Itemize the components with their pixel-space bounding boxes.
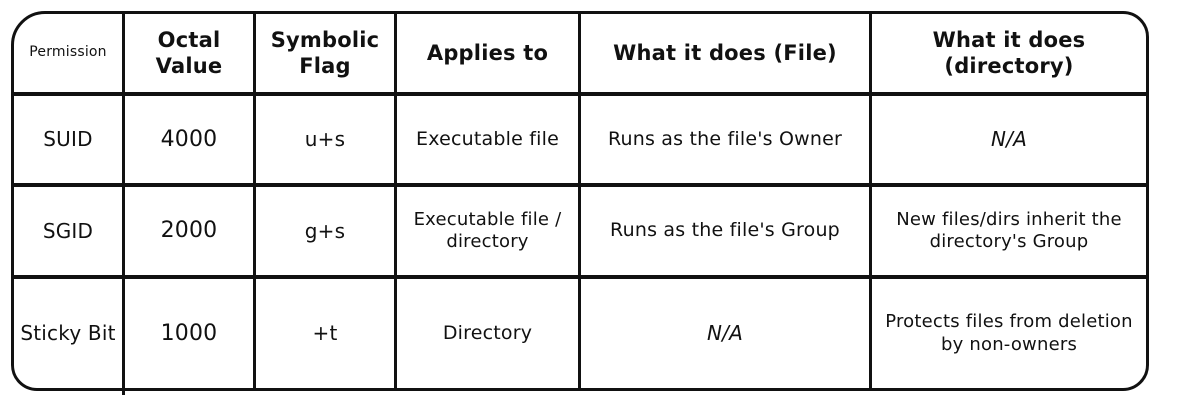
table-cell-octal: 4000 xyxy=(125,96,256,187)
header-cell-octal-value: Octal Value xyxy=(125,14,256,96)
table-cell-file-effect: Runs as the file's Group xyxy=(581,187,872,279)
table-cell-flag: u+s xyxy=(256,96,397,187)
table-cell-dir-effect: New files/dirs inherit the directory's G… xyxy=(872,187,1146,279)
header-cell-permission: Permission xyxy=(14,14,125,96)
permissions-table: Permission Octal Value Symbolic Flag App… xyxy=(11,11,1149,391)
table-cell-permission: SGID xyxy=(14,187,125,279)
table-grid: Permission Octal Value Symbolic Flag App… xyxy=(14,14,1146,388)
header-cell-what-it-does-directory: What it does (directory) xyxy=(872,14,1146,96)
table-cell-permission: Sticky Bit xyxy=(14,279,125,388)
table-cell-applies-to: Executable file / directory xyxy=(397,187,581,279)
hand-drawn-line-overshoot xyxy=(122,383,125,395)
table-cell-permission: SUID xyxy=(14,96,125,187)
table-cell-file-effect: Runs as the file's Owner xyxy=(581,96,872,187)
table-cell-file-effect: N/A xyxy=(581,279,872,388)
table-cell-flag: g+s xyxy=(256,187,397,279)
header-cell-symbolic-flag: Symbolic Flag xyxy=(256,14,397,96)
table-cell-octal: 2000 xyxy=(125,187,256,279)
table-cell-dir-effect: Protects files from deletion by non-owne… xyxy=(885,311,1133,355)
table-cell-dir-effect: N/A xyxy=(872,96,1146,187)
header-cell-applies-to: Applies to xyxy=(397,14,581,96)
table-cell-applies-to: Executable file xyxy=(397,96,581,187)
table-cell-flag: +t xyxy=(256,279,397,388)
header-cell-what-it-does-file: What it does (File) xyxy=(581,14,872,96)
table-cell-applies-to: Directory xyxy=(397,279,581,388)
table-cell-octal: 1000 xyxy=(125,279,256,388)
